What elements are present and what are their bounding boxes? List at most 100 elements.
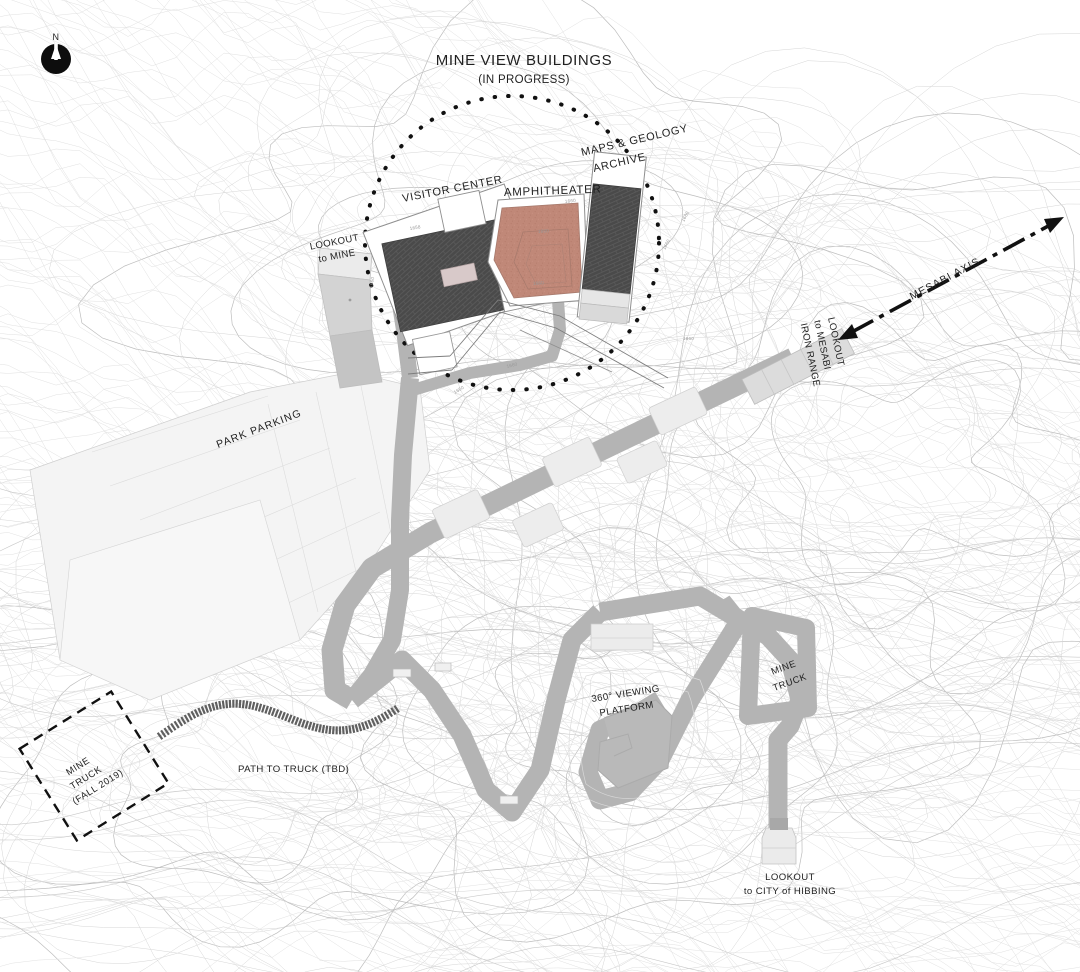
contour-line bbox=[490, 651, 783, 786]
viewing-platform bbox=[568, 668, 709, 809]
path-tick bbox=[380, 713, 387, 722]
path-tick bbox=[270, 707, 276, 717]
contour-line bbox=[0, 738, 548, 972]
contour-label: 1660 bbox=[565, 198, 577, 204]
contour-line bbox=[0, 284, 1080, 868]
lookout-mine-pad bbox=[317, 247, 383, 389]
path-tick bbox=[180, 716, 187, 725]
contour-line bbox=[0, 648, 712, 972]
path-tick bbox=[297, 718, 303, 727]
contour-line bbox=[693, 317, 1080, 649]
contour-line bbox=[110, 654, 390, 866]
contour-line bbox=[327, 554, 955, 934]
contour-label: 1660 bbox=[661, 238, 671, 250]
contour-line bbox=[0, 893, 1080, 972]
contour-line bbox=[191, 0, 1080, 413]
contour-line bbox=[542, 0, 1080, 348]
contour-line bbox=[532, 930, 1009, 972]
contour-line bbox=[0, 102, 1080, 728]
contour-line bbox=[209, 0, 1080, 444]
north-arrow: N bbox=[41, 32, 71, 74]
path-tick bbox=[321, 724, 326, 734]
contour-line bbox=[0, 257, 1080, 858]
contour-line bbox=[691, 302, 1080, 630]
contour-line bbox=[203, 0, 1080, 417]
contour-line bbox=[0, 100, 1080, 708]
contour-line bbox=[0, 396, 1080, 511]
path-tick bbox=[200, 705, 206, 715]
contour-label: 1660 bbox=[538, 228, 550, 234]
path-tick bbox=[173, 720, 180, 729]
path-tick bbox=[170, 722, 177, 731]
path-tick bbox=[166, 725, 174, 734]
contour-line bbox=[311, 0, 1080, 419]
contour-line bbox=[0, 148, 1080, 717]
building-maps-geology-archive bbox=[576, 151, 647, 325]
contour-line bbox=[395, 0, 1080, 283]
contour-line bbox=[0, 181, 1080, 737]
path-tick bbox=[254, 702, 259, 711]
contour-line bbox=[476, 0, 1080, 338]
path-tick bbox=[390, 707, 397, 716]
path-tick bbox=[190, 710, 197, 719]
path-tick bbox=[383, 711, 390, 720]
contour-line bbox=[664, 288, 1080, 652]
path-tick bbox=[370, 718, 377, 727]
contour-label: 1658 bbox=[409, 224, 421, 231]
contour-line bbox=[0, 259, 1080, 826]
contour-line bbox=[707, 341, 1080, 604]
path-tick bbox=[348, 725, 352, 734]
path-tick bbox=[280, 711, 286, 721]
contour-line bbox=[129, 672, 364, 826]
north-arrow-label: N bbox=[53, 32, 60, 42]
contour-label: 1660 bbox=[680, 210, 690, 222]
contour-line bbox=[354, 0, 1080, 420]
contour-label: 1660 bbox=[683, 336, 694, 341]
contour-line bbox=[0, 719, 1080, 886]
page-subtitle: (IN PROGRESS) bbox=[478, 74, 569, 86]
contour-line bbox=[388, 0, 1080, 380]
path-tick bbox=[211, 702, 216, 711]
contour-line bbox=[434, 60, 1080, 880]
contour-line bbox=[331, 522, 1015, 958]
contour-line bbox=[470, 0, 1080, 344]
contour-line bbox=[370, 0, 1080, 387]
contour-line bbox=[0, 396, 1080, 911]
contour-line bbox=[60, 0, 1080, 529]
path-tick bbox=[332, 726, 335, 735]
path-tick bbox=[307, 721, 313, 730]
lookout-hibbing-pad bbox=[761, 818, 797, 865]
label-amphitheater: AMPHITHEATER bbox=[504, 184, 602, 199]
path-tick bbox=[300, 719, 306, 728]
path-tick bbox=[218, 700, 222, 710]
contour-line bbox=[468, 0, 1080, 357]
contour-line bbox=[0, 562, 490, 921]
contour-line bbox=[0, 485, 606, 972]
path-tick bbox=[183, 714, 190, 723]
contour-line bbox=[0, 779, 1080, 900]
page-title: MINE VIEW BUILDINGS bbox=[436, 52, 612, 69]
contour-label: 1660 bbox=[453, 385, 465, 395]
path-tick bbox=[354, 724, 359, 733]
path-tick bbox=[364, 720, 370, 730]
path-system bbox=[321, 260, 817, 838]
path-tick bbox=[314, 723, 319, 732]
path-tick bbox=[267, 706, 273, 715]
contour-line bbox=[406, 0, 1080, 325]
contour-line bbox=[0, 85, 1080, 633]
contour-line bbox=[0, 74, 1080, 620]
project-boundary-circle bbox=[363, 94, 661, 392]
path-tick bbox=[160, 729, 167, 738]
contour-line bbox=[437, 85, 1080, 801]
contour-line bbox=[199, 0, 1080, 421]
contour-line bbox=[0, 681, 609, 972]
path-tick bbox=[290, 715, 296, 724]
path-tick bbox=[345, 725, 349, 735]
contour-line bbox=[0, 611, 558, 909]
park-parking-area bbox=[29, 371, 431, 701]
contour-line bbox=[0, 183, 1080, 677]
contour-line bbox=[518, 172, 1080, 768]
path-tick bbox=[244, 700, 249, 709]
path-tick bbox=[386, 709, 394, 718]
plaza-edges bbox=[407, 299, 669, 389]
